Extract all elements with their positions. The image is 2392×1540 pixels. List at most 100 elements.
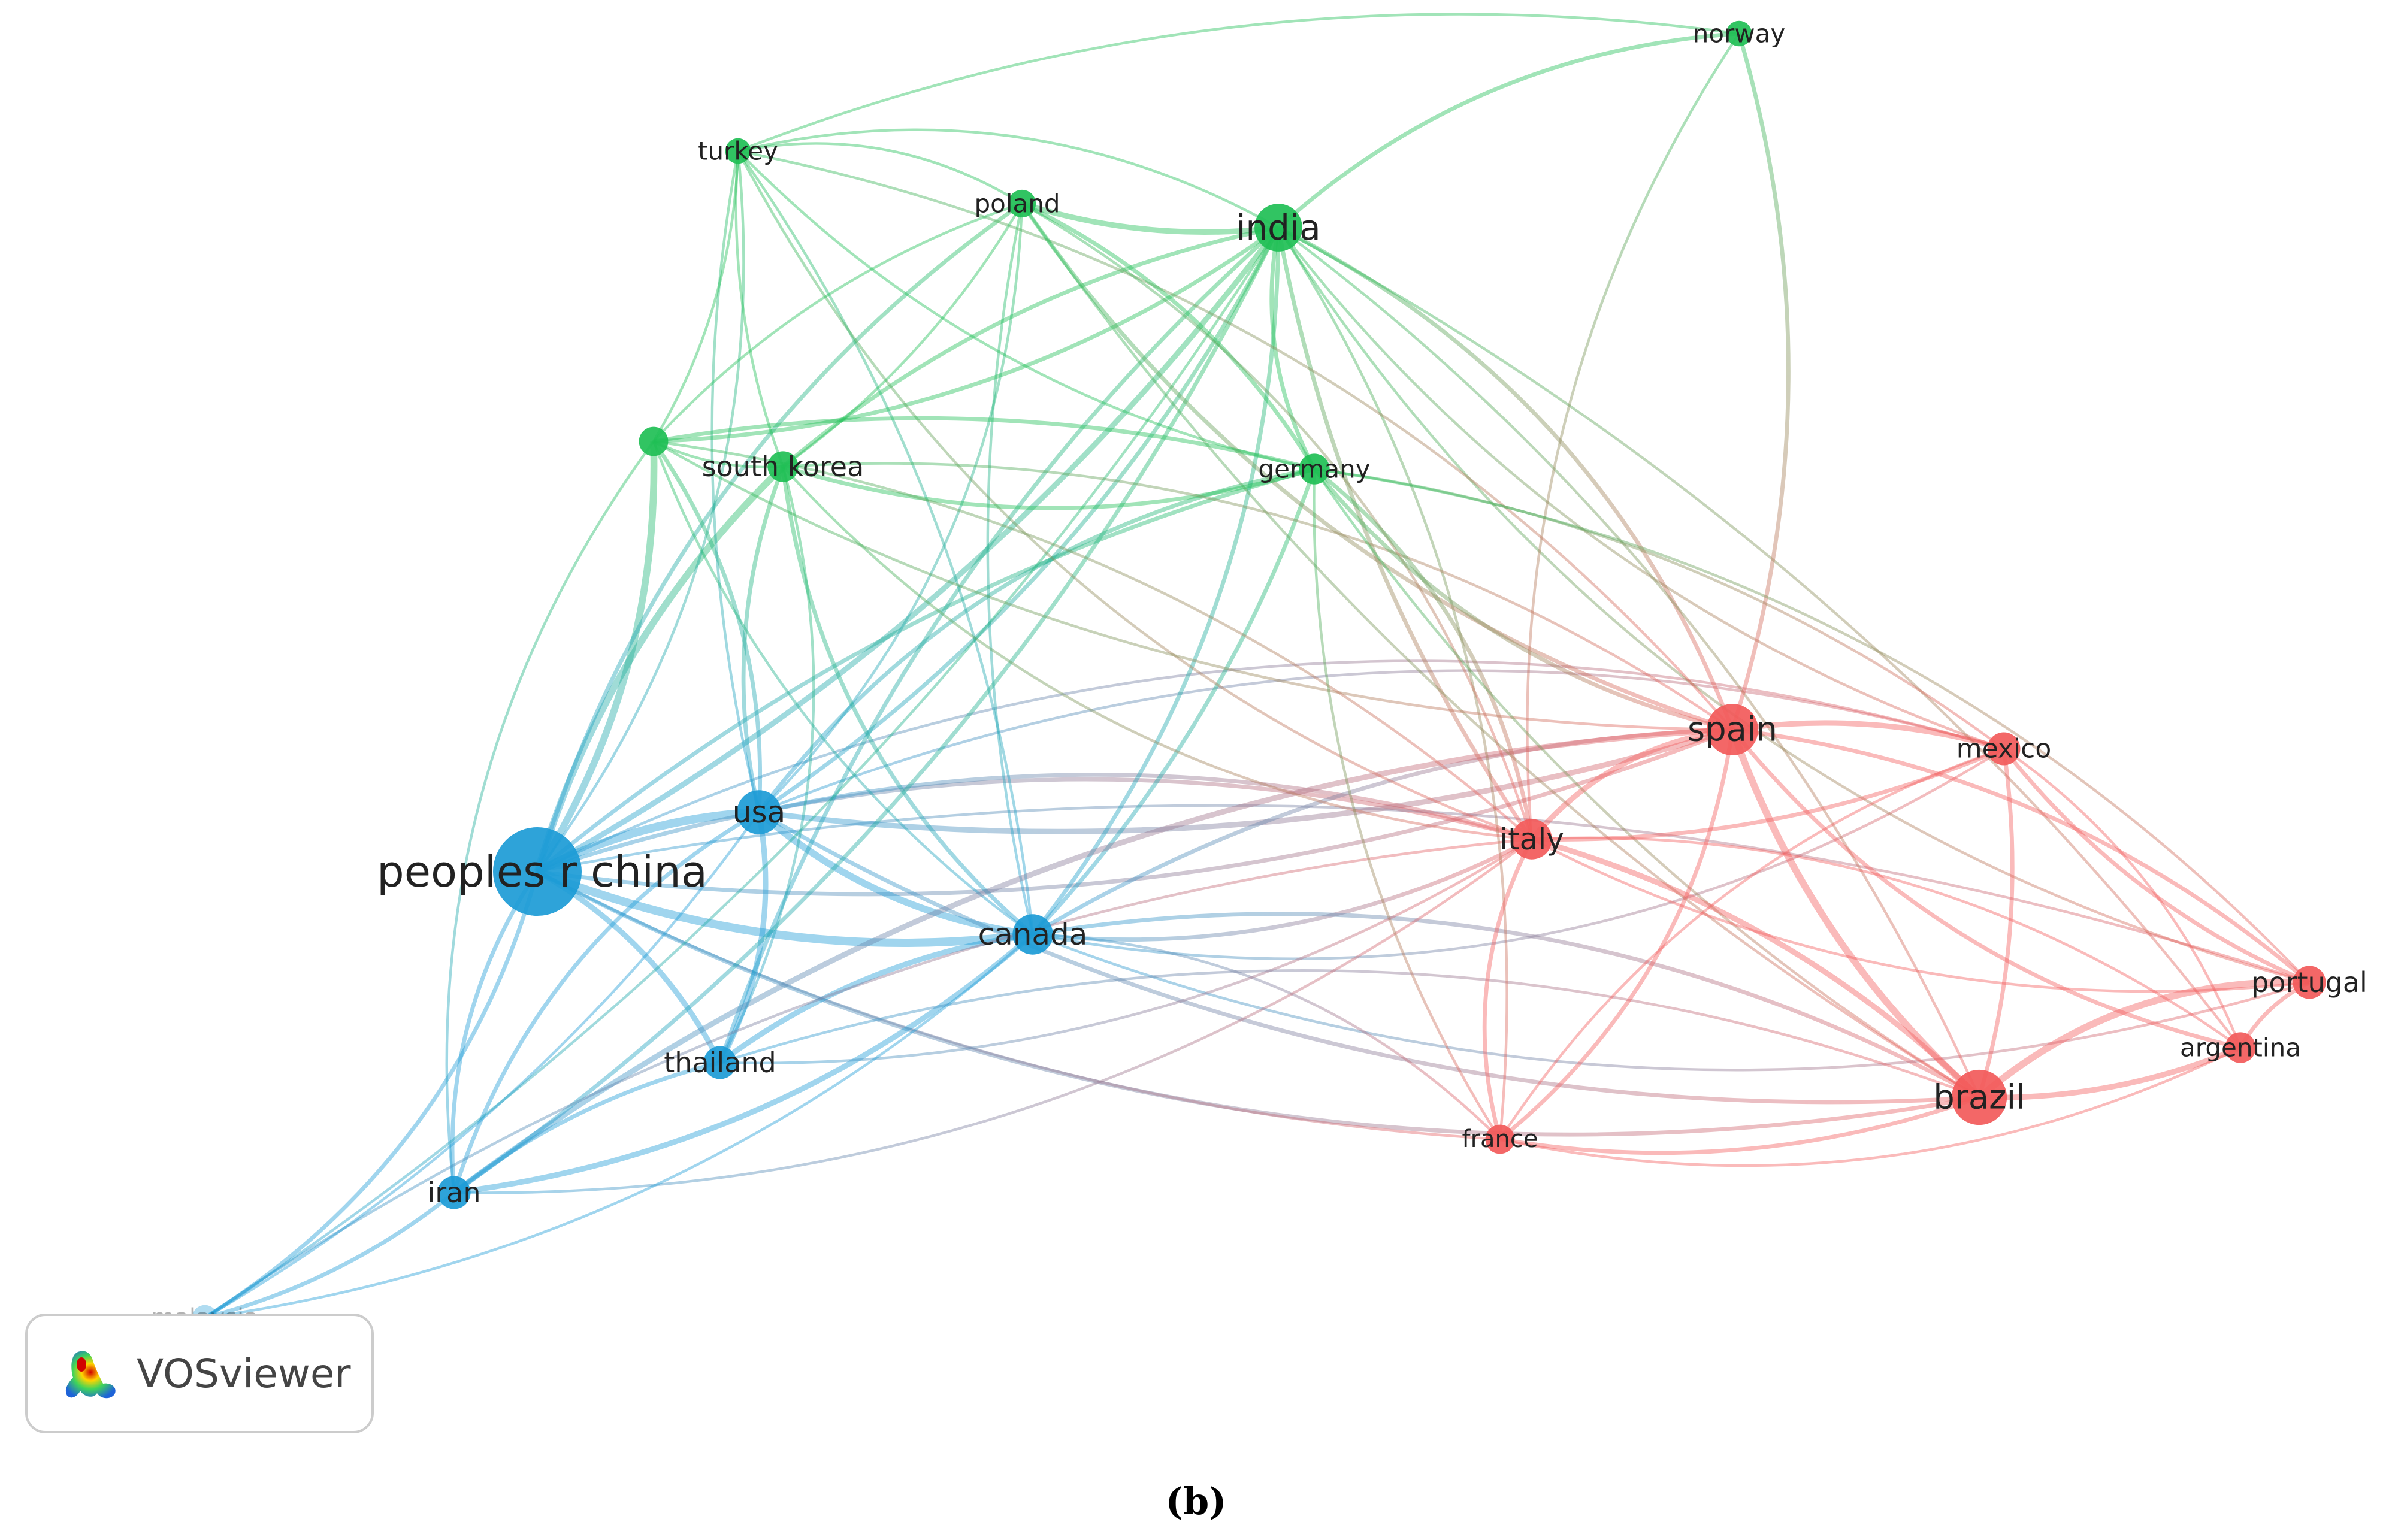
link-norway-turkey bbox=[737, 13, 1740, 153]
link-poland-brazil bbox=[1021, 202, 1980, 1099]
link-india-poland bbox=[1021, 201, 1279, 235]
link-norway-italy bbox=[1526, 32, 1740, 840]
link-unlabeled_green-germany bbox=[653, 416, 1315, 471]
link-spain-mexico bbox=[1732, 720, 2005, 752]
link-peoples_r_china-germany bbox=[536, 467, 1315, 873]
node-turkey[interactable] bbox=[725, 138, 751, 164]
link-germany-portugal bbox=[1314, 467, 2311, 984]
link-poland-unlabeled_green bbox=[652, 202, 1023, 443]
link-peoples_r_china-india bbox=[536, 226, 1281, 875]
link-canada-france bbox=[1032, 933, 1501, 1140]
link-brazil-france bbox=[1499, 1095, 1980, 1155]
link-iran-spain bbox=[452, 727, 1733, 1195]
link-spain-portugal bbox=[1732, 727, 2311, 984]
link-canada-unlabeled_green bbox=[652, 441, 1034, 936]
link-south_korea-unlabeled_green bbox=[653, 440, 784, 469]
link-usa-thailand bbox=[717, 812, 769, 1064]
link-germany-brazil bbox=[1313, 468, 1980, 1099]
link-mexico-portugal bbox=[2002, 747, 2311, 985]
link-south_korea-italy bbox=[782, 465, 1532, 841]
node-brazil[interactable] bbox=[1951, 1069, 2007, 1125]
label-argentina: argentina bbox=[2180, 1033, 2301, 1063]
link-usa-south_korea bbox=[741, 465, 785, 813]
link-thailand-brazil bbox=[719, 969, 1980, 1099]
link-canada-portugal bbox=[1032, 933, 2310, 1072]
node-canada[interactable] bbox=[1012, 914, 1053, 955]
link-spain-france bbox=[1498, 729, 1735, 1141]
link-iran-italy bbox=[453, 838, 1533, 1194]
link-canada-iran bbox=[453, 932, 1035, 1196]
link-peoples_r_china-mexico bbox=[537, 659, 2004, 873]
link-usa-india bbox=[758, 226, 1281, 814]
link-usa-spain bbox=[758, 727, 1734, 834]
network-labels: peoples r chinausacanadathailandiranmala… bbox=[151, 19, 2367, 1332]
link-usa-mexico bbox=[758, 669, 2004, 814]
link-peoples_r_china-unlabeled_green bbox=[534, 441, 658, 874]
link-argentina-france bbox=[1499, 1046, 2241, 1167]
label-india: india bbox=[1236, 207, 1320, 248]
link-poland-spain bbox=[1020, 202, 1734, 732]
link-spain-argentina bbox=[1731, 728, 2241, 1050]
label-mexico: mexico bbox=[1956, 734, 2052, 764]
node-france[interactable] bbox=[1485, 1124, 1515, 1154]
label-thailand: thailand bbox=[664, 1046, 776, 1079]
node-peoples-r-china[interactable] bbox=[493, 827, 582, 916]
link-thailand-south_korea bbox=[719, 466, 815, 1064]
link-peoples_r_china-poland bbox=[535, 202, 1023, 872]
label-turkey: turkey bbox=[698, 137, 778, 166]
node-spain[interactable] bbox=[1707, 704, 1758, 755]
link-brazil-argentina bbox=[1979, 1045, 2242, 1100]
link-mexico-brazil bbox=[1977, 748, 2015, 1098]
link-turkey-spain bbox=[737, 149, 1734, 731]
node-thailand[interactable] bbox=[703, 1046, 737, 1079]
link-turkey-poland bbox=[737, 142, 1023, 205]
label-brazil: brazil bbox=[1933, 1078, 2025, 1117]
link-usa-italy bbox=[758, 772, 1532, 842]
label-peoples-r-china: peoples r china bbox=[377, 846, 707, 897]
link-south_korea-germany bbox=[782, 464, 1315, 510]
node-portugal[interactable] bbox=[2293, 966, 2326, 999]
link-peoples_r_china-italy bbox=[536, 777, 1532, 874]
node-india[interactable] bbox=[1254, 204, 1302, 252]
link-peoples_r_china-france bbox=[536, 870, 1501, 1141]
label-portugal: portugal bbox=[2251, 966, 2367, 999]
link-usa-brazil bbox=[758, 810, 1980, 1105]
node-germany[interactable] bbox=[1299, 453, 1330, 485]
label-spain: spain bbox=[1688, 710, 1777, 749]
node-argentina[interactable] bbox=[2225, 1032, 2256, 1063]
link-malaysia-italy bbox=[204, 837, 1532, 1319]
node-norway[interactable] bbox=[1726, 20, 1752, 47]
link-canada-germany bbox=[1031, 468, 1317, 936]
link-turkey-unlabeled_green bbox=[652, 150, 740, 443]
label-italy: italy bbox=[1499, 822, 1564, 857]
vosviewer-logo-icon bbox=[65, 1351, 116, 1399]
label-canada: canada bbox=[978, 917, 1088, 952]
link-germany-france bbox=[1313, 468, 1501, 1140]
link-india-mexico bbox=[1277, 226, 2004, 751]
node-poland[interactable] bbox=[1008, 189, 1036, 218]
node-unlabeled-green[interactable] bbox=[639, 426, 669, 456]
link-turkey-germany bbox=[737, 150, 1315, 471]
link-india-germany bbox=[1269, 227, 1317, 470]
link-india-brazil bbox=[1277, 226, 1981, 1098]
node-mexico[interactable] bbox=[1987, 732, 2021, 766]
node-iran[interactable] bbox=[437, 1176, 471, 1209]
link-usa-turkey bbox=[710, 150, 761, 813]
node-usa[interactable] bbox=[737, 790, 781, 834]
vosviewer-logo-text: VOSviewer bbox=[137, 1350, 351, 1397]
link-poland-south_korea bbox=[782, 202, 1023, 468]
link-italy-brazil bbox=[1531, 836, 1982, 1100]
link-thailand-india bbox=[718, 226, 1280, 1064]
node-italy[interactable] bbox=[1511, 819, 1552, 860]
node-south-korea[interactable] bbox=[767, 451, 799, 482]
link-peoples_r_china-canada bbox=[536, 867, 1033, 947]
link-india-france bbox=[1277, 226, 1508, 1140]
link-india-italy bbox=[1276, 227, 1534, 840]
link-mexico-france bbox=[1499, 747, 2004, 1140]
link-iran-unlabeled_green bbox=[445, 440, 655, 1193]
link-usa-iran bbox=[452, 810, 760, 1194]
figure-caption: (b) bbox=[1165, 1480, 1227, 1523]
link-india-turkey bbox=[737, 128, 1280, 229]
label-usa: usa bbox=[733, 795, 785, 830]
